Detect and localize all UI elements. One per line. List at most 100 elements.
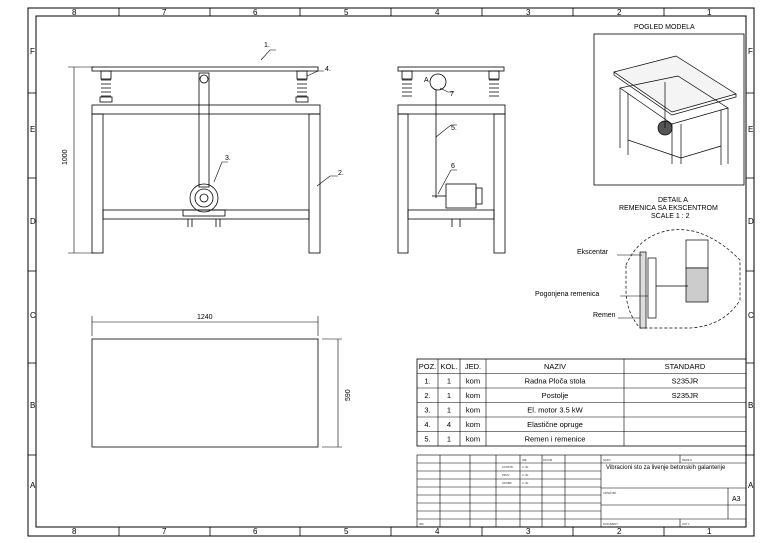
bom-cell: 1 xyxy=(447,377,451,386)
leader-belt xyxy=(435,124,457,138)
frame-leg-right xyxy=(308,113,321,254)
title-block-small-label: A. Ilić xyxy=(522,481,529,485)
title-block-sheet-size: A3 xyxy=(732,496,741,503)
bom-cell: El. motor 3.5 kW xyxy=(527,406,583,415)
bom-cell: 3. xyxy=(424,406,430,415)
title-block-small-label: ODOBR. xyxy=(502,481,513,485)
leader-motor xyxy=(213,161,228,183)
length-dimension-line xyxy=(91,316,319,336)
belt-front xyxy=(198,72,210,188)
detail-label-pulley: Pogonjena remenica xyxy=(535,291,599,298)
zone-column-label: 8 xyxy=(72,527,77,536)
table-plate-side xyxy=(397,66,505,72)
zone-column-label: 2 xyxy=(617,8,622,17)
bom-cell: Radna Ploča stola xyxy=(525,377,587,386)
bom-header-cell: JED. xyxy=(465,362,481,371)
title-block-small-label: A. Ilić xyxy=(522,465,529,469)
balloon-pulley: 7 xyxy=(450,91,454,98)
balloon-frame: 2. xyxy=(338,170,344,177)
balloon-motor-side: 6 xyxy=(451,163,455,170)
zone-row-label: F xyxy=(30,47,35,56)
model-view-frame xyxy=(593,33,745,186)
detail-label-eccentric: Ekscentar xyxy=(577,249,609,256)
frame-top-rail xyxy=(91,104,321,115)
bom-cell: kom xyxy=(466,435,480,444)
frame-bottom-rail xyxy=(102,209,310,220)
zone-column-label: 3 xyxy=(526,8,531,17)
bom-header-cell: NAZIV xyxy=(544,362,566,371)
bom-cell: 1 xyxy=(447,435,451,444)
spring-base-right xyxy=(295,96,309,103)
balloon-springs: 4. xyxy=(325,66,331,73)
isometric-table xyxy=(613,55,737,165)
title-block-small-label: KONSTR. xyxy=(502,465,514,469)
front-view xyxy=(91,66,321,254)
detail-label-belt: Remen xyxy=(593,312,616,319)
bom-cell: Elastične opruge xyxy=(527,420,583,429)
zone-row-label: B xyxy=(30,401,35,410)
bom-cell: Remen i remenice xyxy=(525,435,586,444)
bom-cell: 4. xyxy=(424,420,430,429)
title-block xyxy=(416,454,747,528)
title-block-drawing-title: Vibracioni sto za livenje betonskih gala… xyxy=(606,465,726,471)
side-leg-right xyxy=(493,113,506,254)
leader-springs xyxy=(306,70,324,77)
detail-a-label: A xyxy=(424,77,429,84)
zone-row-label: C xyxy=(30,311,36,320)
bom-cell: 4 xyxy=(447,420,451,429)
zone-column-label: 4 xyxy=(435,8,440,17)
eccentric-pulley-front xyxy=(199,74,209,84)
bom-header-cell: STANDARD xyxy=(665,362,706,371)
motor-end-cap xyxy=(475,187,483,205)
spring-right xyxy=(297,79,307,97)
bom-cell: S235JR xyxy=(672,377,699,386)
bom-cell: 5. xyxy=(424,435,430,444)
zone-row-label: A xyxy=(30,481,36,490)
bill-of-materials: POZ.KOL. JED. NAZIV STANDARD 1. 1 kom Radna Plo… xyxy=(416,358,747,447)
zone-row-label: C xyxy=(748,311,754,320)
zone-row-label: D xyxy=(30,217,36,226)
leader-frame xyxy=(316,175,338,187)
title-block-small-label: CRTEŽ BR. xyxy=(603,490,617,495)
motor-feet-side xyxy=(451,219,461,227)
spring-left xyxy=(101,79,111,97)
bom-cell: kom xyxy=(466,406,480,415)
side-leg-left xyxy=(397,113,409,254)
zone-row-label: F xyxy=(748,47,753,56)
zone-column-label: 6 xyxy=(253,8,258,17)
side-top-rail xyxy=(397,104,506,115)
balloon-plate: 1. xyxy=(264,42,270,49)
zone-column-label: 6 xyxy=(253,527,258,536)
bom-cell: 1. xyxy=(424,377,430,386)
zone-column-label: 2 xyxy=(617,527,622,536)
title-block-small-label: PROV. xyxy=(502,473,510,477)
leader-pulley xyxy=(439,87,454,93)
bom-header-cell: KOL. xyxy=(440,362,457,371)
side-bottom-rail xyxy=(407,209,495,220)
title-block-small-label: MERILO xyxy=(682,458,692,462)
bom-cell: 1 xyxy=(447,406,451,415)
detail-scale: SCALE 1 : 2 xyxy=(651,213,690,220)
spring-base-left xyxy=(99,96,113,103)
zone-row-label: D xyxy=(748,217,754,226)
zone-column-label: 3 xyxy=(526,527,531,536)
title-block-small-label: NAZIV xyxy=(603,458,611,462)
detail-title: DETAIL A xyxy=(658,197,688,204)
title-block-small-label: IME xyxy=(522,458,527,462)
zone-column-label: 4 xyxy=(435,527,440,536)
zone-column-label: 5 xyxy=(344,527,349,536)
bom-cell: kom xyxy=(466,391,480,400)
zone-column-label: 7 xyxy=(162,8,167,17)
title-block-small-label: DOKUMENT xyxy=(603,522,618,526)
motor-base-front xyxy=(182,209,226,217)
top-view-plate xyxy=(91,338,319,448)
bom-header-cell: POZ. xyxy=(419,362,437,371)
zone-row-label: E xyxy=(748,125,753,134)
height-dimension-text: 1000 xyxy=(62,149,69,165)
zone-row-label: B xyxy=(748,401,753,410)
spring-mount-right xyxy=(296,70,308,80)
side-view xyxy=(397,66,506,254)
detail-a-view xyxy=(617,229,741,329)
table-plate-front xyxy=(91,66,319,72)
